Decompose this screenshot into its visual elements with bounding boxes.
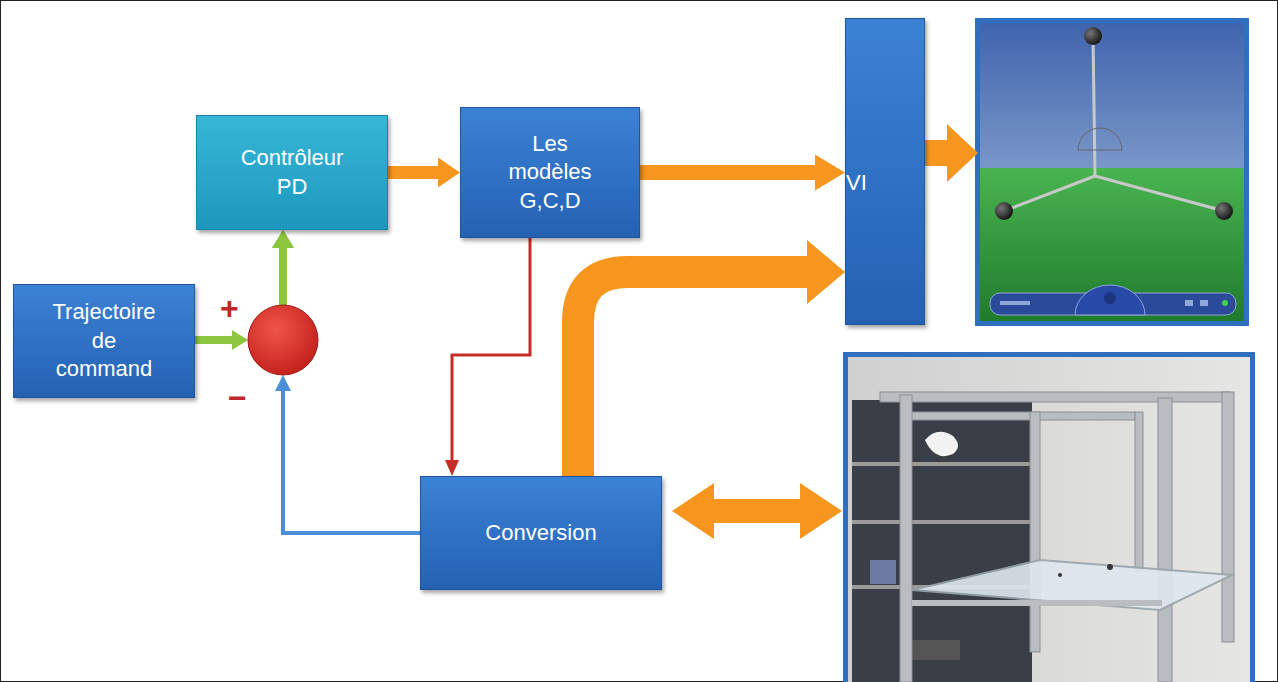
process-box: Contrôleur PD <box>196 115 388 230</box>
summing-junction <box>248 305 318 375</box>
sign-label: − <box>228 382 247 414</box>
display-arrow <box>925 124 978 182</box>
box-label: Contrôleur PD <box>233 144 351 201</box>
robot-photo <box>845 354 1253 682</box>
simulation-view <box>977 20 1247 324</box>
box-label: Trajectoire de command <box>47 298 161 384</box>
box-label: Conversion <box>485 519 596 548</box>
process-box: VI <box>845 18 925 325</box>
connector <box>640 155 845 191</box>
connector <box>388 158 460 188</box>
process-box: Les modèles G,C,D <box>460 107 640 238</box>
box-label: Les modèles G,C,D <box>500 130 600 216</box>
hardware-link-arrow <box>672 483 842 539</box>
connector <box>445 238 530 476</box>
box-label: VI <box>846 169 867 198</box>
process-box: Trajectoire de command <box>13 284 195 398</box>
connector <box>578 240 845 476</box>
process-box: Conversion <box>420 476 662 590</box>
sign-label: + <box>220 292 239 324</box>
connector <box>272 230 420 533</box>
